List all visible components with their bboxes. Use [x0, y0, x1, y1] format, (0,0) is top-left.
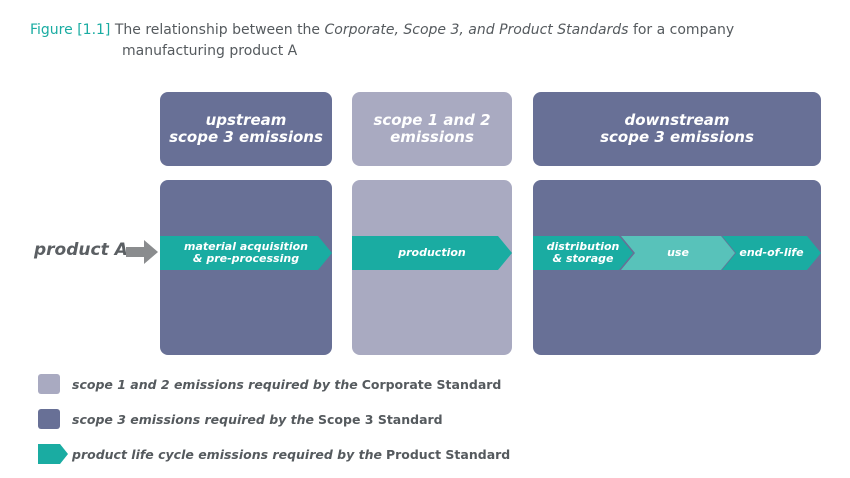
header-scope12: scope 1 and 2 emissions [352, 92, 512, 166]
legend-italic-scope3: scope 3 emissions required by the [72, 411, 315, 427]
legend-text-corporate: scope 1 and 2 emissions required by the … [72, 377, 501, 392]
header-downstream: downstream scope 3 emissions [533, 92, 821, 166]
step-distribution-line2: & storage [552, 252, 614, 265]
header-upstream-line1: upstream [205, 111, 287, 129]
legend-standard-corporate: Corporate Standard [361, 376, 502, 392]
caption-line2: manufacturing product A [122, 43, 298, 59]
figure-caption: Figure [1.1] The relationship between th… [30, 20, 790, 62]
legend-text-scope3: scope 3 emissions required by the Scope … [72, 412, 443, 427]
step-distribution: distribution & storage [533, 236, 633, 270]
step-use-label: use [667, 246, 689, 259]
caption-text-after: for a company [632, 22, 735, 38]
legend-text-product: product life cycle emissions required by… [72, 447, 510, 462]
caption-text-italic: Corporate, Scope 3, and Product Standard… [324, 22, 629, 38]
header-downstream-line1: downstream [624, 111, 730, 129]
product-label: product A [34, 240, 128, 260]
header-scope12-line1: scope 1 and 2 [373, 111, 491, 129]
step-use: use [621, 236, 735, 270]
legend-item-corporate: scope 1 and 2 emissions required by the … [38, 373, 501, 395]
legend-item-product: product life cycle emissions required by… [38, 443, 510, 465]
step-material-line2: & pre-processing [192, 252, 300, 265]
legend-italic-product: product life cycle emissions required by… [72, 446, 382, 462]
step-eol-label: end-of-life [739, 246, 804, 259]
step-production-label: production [398, 246, 466, 259]
step-material-acquisition: material acquisition & pre-processing [160, 236, 332, 270]
legend-standard-product: Product Standard [385, 446, 511, 462]
header-scope12-line2: emissions [390, 128, 474, 146]
legend-item-scope3: scope 3 emissions required by the Scope … [38, 408, 443, 430]
legend-italic-corporate: scope 1 and 2 emissions required by the [72, 376, 358, 392]
legend-swatch-dark [38, 409, 60, 429]
step-end-of-life: end-of-life [722, 236, 821, 270]
legend-standard-scope3: Scope 3 Standard [318, 411, 443, 427]
legend-swatch-light [38, 374, 60, 394]
input-arrow-icon [126, 240, 158, 264]
step-distribution-line1: distribution [546, 240, 620, 253]
caption-text-before: The relationship between the [114, 22, 321, 38]
header-upstream: upstream scope 3 emissions [160, 92, 332, 166]
legend-swatch-arrow-icon [38, 444, 68, 464]
header-downstream-line2: scope 3 emissions [600, 128, 754, 146]
header-upstream-line2: scope 3 emissions [169, 128, 323, 146]
step-production: production [352, 236, 512, 270]
step-material-line1: material acquisition [184, 240, 308, 253]
figure-label: Figure [1.1] [30, 22, 111, 38]
